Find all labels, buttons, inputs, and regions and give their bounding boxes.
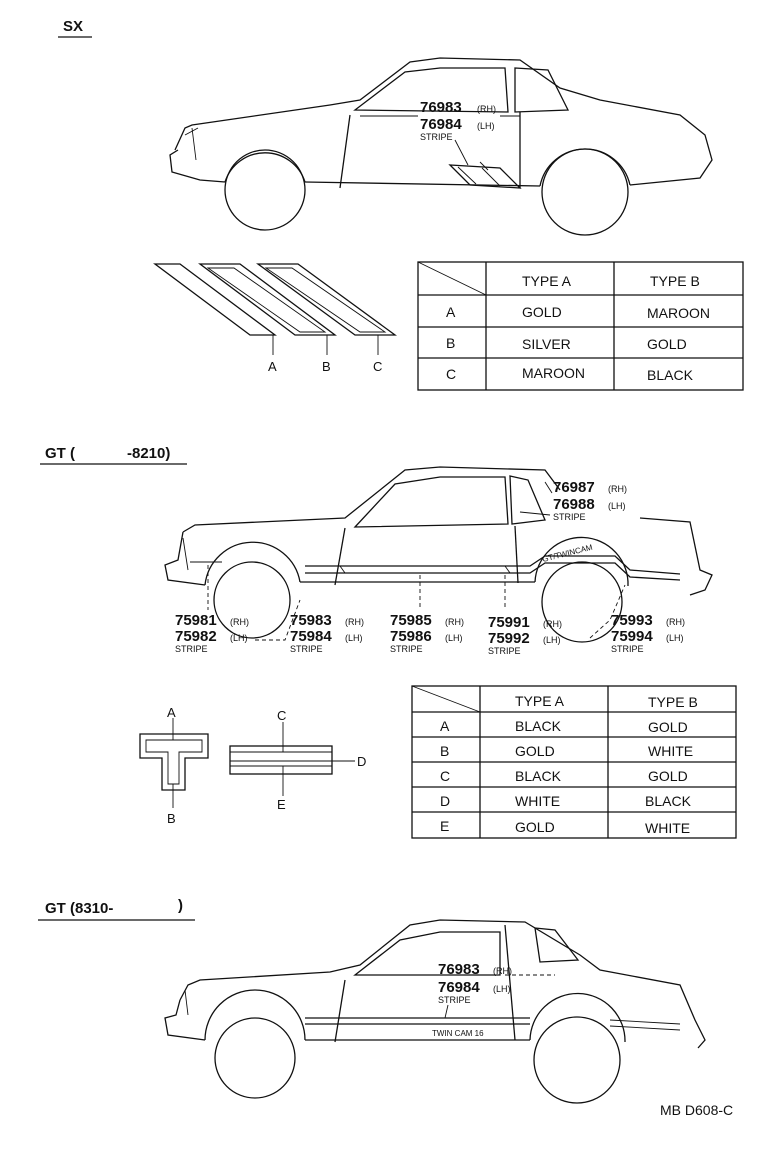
- svg-text:WHITE: WHITE: [648, 743, 693, 759]
- svg-text:(LH): (LH): [543, 635, 561, 645]
- svg-text:75984: 75984: [290, 628, 332, 645]
- svg-text:STRIPE: STRIPE: [175, 644, 208, 654]
- svg-text:(LH): (LH): [608, 501, 626, 511]
- svg-text:75982: 75982: [175, 628, 217, 645]
- svg-text:(RH): (RH): [608, 484, 627, 494]
- roof-part-lh: 76988: [553, 496, 595, 513]
- svg-text:A: A: [440, 718, 450, 734]
- section-sx-title: SX: [63, 18, 83, 35]
- swatch-label-c: C: [373, 359, 382, 374]
- svg-text:STRIPE: STRIPE: [488, 646, 521, 656]
- roof-part-rh: 76987: [553, 479, 595, 496]
- part-number-lh: 76984: [420, 116, 462, 133]
- svg-text:BLACK: BLACK: [645, 793, 692, 809]
- svg-text:WHITE: WHITE: [645, 820, 690, 836]
- detail-label-c: C: [277, 708, 286, 723]
- svg-text:(RH): (RH): [477, 104, 496, 114]
- svg-text:(RH): (RH): [230, 617, 249, 627]
- swatch-label-a: A: [268, 359, 277, 374]
- gt-late-part-lh: 76984: [438, 979, 480, 996]
- svg-text:E: E: [440, 818, 449, 834]
- detail-label-d: D: [357, 754, 366, 769]
- svg-text:B: B: [440, 743, 449, 759]
- svg-text:MAROON: MAROON: [522, 365, 585, 381]
- svg-text:GOLD: GOLD: [648, 768, 688, 784]
- svg-text:STRIPE: STRIPE: [553, 512, 586, 522]
- svg-text:BLACK: BLACK: [515, 768, 562, 784]
- gt-header-type-a: TYPE A: [515, 693, 565, 709]
- svg-text:GOLD: GOLD: [515, 819, 555, 835]
- svg-text:WHITE: WHITE: [515, 793, 560, 809]
- svg-text:STRIPE: STRIPE: [611, 644, 644, 654]
- svg-text:B: B: [446, 335, 455, 351]
- figure-code: MB D608-C: [660, 1102, 733, 1118]
- gt-early-part-labels: 75981 (RH) 75982 (LH) STRIPE 75983 (RH) …: [175, 612, 685, 656]
- svg-text:75992: 75992: [488, 630, 530, 647]
- svg-text:75986: 75986: [390, 628, 432, 645]
- twin-cam-16-badge: TWIN CAM 16: [432, 1029, 484, 1038]
- svg-text:C: C: [440, 768, 450, 784]
- svg-text:D: D: [440, 793, 450, 809]
- part-name-stripe: STRIPE: [420, 132, 453, 142]
- swatch-label-b: B: [322, 359, 331, 374]
- section-gt-early-title: GT (: [45, 445, 75, 462]
- sx-color-table: [417, 261, 744, 391]
- svg-text:(RH): (RH): [345, 617, 364, 627]
- svg-text:75985: 75985: [390, 612, 432, 629]
- svg-text:(LH): (LH): [345, 633, 363, 643]
- sx-header-type-b: TYPE B: [650, 273, 700, 289]
- svg-text:(RH): (RH): [493, 966, 512, 976]
- svg-text:GOLD: GOLD: [522, 304, 562, 320]
- svg-text:BLACK: BLACK: [515, 718, 562, 734]
- svg-text:A: A: [446, 304, 456, 320]
- stripe-layer-detail: [229, 722, 355, 796]
- detail-label-e: E: [277, 797, 286, 812]
- t-emblem-detail: [139, 718, 209, 808]
- svg-text:(LH): (LH): [493, 984, 511, 994]
- svg-text:MAROON: MAROON: [647, 305, 710, 321]
- detail-label-b: B: [167, 811, 176, 826]
- svg-text:SILVER: SILVER: [522, 336, 571, 352]
- car-gt-early-outline: [164, 466, 713, 643]
- part-number-rh: 76983: [420, 99, 462, 116]
- svg-text:GOLD: GOLD: [648, 719, 688, 735]
- svg-text:(RH): (RH): [543, 619, 562, 629]
- svg-text:(RH): (RH): [445, 617, 464, 627]
- svg-text:75981: 75981: [175, 612, 217, 629]
- svg-text:STRIPE: STRIPE: [290, 644, 323, 654]
- svg-text:75993: 75993: [611, 612, 653, 629]
- svg-text:STRIPE: STRIPE: [438, 995, 471, 1005]
- svg-text:75991: 75991: [488, 614, 530, 631]
- svg-text:75994: 75994: [611, 628, 653, 645]
- svg-text:C: C: [446, 366, 456, 382]
- svg-text:GOLD: GOLD: [515, 743, 555, 759]
- svg-text:-8210): -8210): [127, 445, 170, 462]
- svg-text:(RH): (RH): [666, 617, 685, 627]
- svg-text:(LH): (LH): [477, 121, 495, 131]
- gt-header-type-b: TYPE B: [648, 694, 698, 710]
- svg-text:(LH): (LH): [666, 633, 684, 643]
- svg-text:(LH): (LH): [445, 633, 463, 643]
- svg-text:): ): [178, 897, 183, 914]
- svg-text:(LH): (LH): [230, 633, 248, 643]
- svg-text:GOLD: GOLD: [647, 336, 687, 352]
- gt-late-part-rh: 76983: [438, 961, 480, 978]
- gt-twincam-badge: GT/TWINCAM: [541, 543, 594, 564]
- svg-text:STRIPE: STRIPE: [390, 644, 423, 654]
- stripe-swatch-diagram: [153, 263, 397, 355]
- detail-label-a: A: [167, 705, 176, 720]
- gt-early-color-table: [411, 685, 737, 839]
- section-gt-late-title: GT (8310-: [45, 900, 113, 917]
- car-sx-outline: [169, 57, 713, 236]
- car-gt-late-outline: [164, 919, 706, 1104]
- svg-text:BLACK: BLACK: [647, 367, 694, 383]
- sx-header-type-a: TYPE A: [522, 273, 572, 289]
- svg-text:75983: 75983: [290, 612, 332, 629]
